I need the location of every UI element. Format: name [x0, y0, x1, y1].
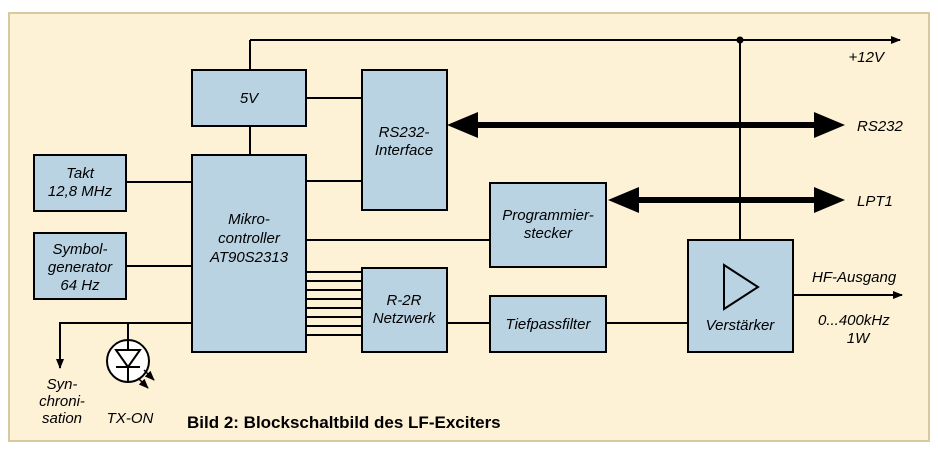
amplifier-triangle-icon [723, 263, 760, 311]
rs232-label: RS232 [857, 118, 904, 135]
block-tiefpassfilter: Tiefpassfilter [489, 295, 607, 353]
wires [56, 36, 903, 369]
programmer-line1: Programmier- [502, 207, 593, 224]
hf-output-label: HF-Ausgang [812, 269, 897, 286]
mcu-line3: AT90S2313 [209, 249, 289, 266]
junction-dot [736, 36, 744, 44]
r2r-line1: R-2R [386, 292, 421, 309]
data-bus-8bit [306, 271, 362, 336]
symbolgen-line3: 64 Hz [60, 277, 100, 294]
symbolgen-line2: generator [48, 259, 113, 276]
rs232-interface-line1: RS232- [379, 124, 430, 141]
supply-12v-label: +12V [849, 49, 886, 66]
takt-line2: 12,8 MHz [48, 183, 113, 200]
programmer-line2: stecker [524, 225, 573, 242]
diagram-frame [8, 12, 930, 442]
svg-text:Tiefpassfilter: Tiefpassfilter [506, 316, 592, 333]
sync-label-line1: Syn- [47, 376, 78, 393]
svg-text:5V: 5V [240, 90, 260, 107]
sync-label-line3: sation [42, 410, 82, 427]
mcu-line2: controller [218, 230, 281, 247]
block-mikrocontroller: Mikro- controller AT90S2313 [191, 154, 307, 353]
block-rs232-interface: RS232- Interface [361, 69, 448, 211]
block-programmierstecker: Programmier- stecker [489, 182, 607, 268]
takt-line1: Takt [66, 165, 95, 182]
block-verstaerker: Verstärker [687, 239, 794, 353]
sync-label-line2: chroni- [39, 393, 85, 410]
figure-caption: Bild 2: Blockschaltbild des LF-Exciters [187, 413, 501, 432]
block-takt: Takt 12,8 MHz [33, 154, 127, 212]
r2r-line2: Netzwerk [373, 310, 437, 327]
tx-on-led-icon [106, 339, 155, 389]
rs232-bus [447, 112, 845, 138]
tx-on-label: TX-ON [107, 410, 154, 427]
symbolgen-line1: Symbol- [52, 241, 107, 258]
block-r2r-netzwerk: R-2R Netzwerk [361, 267, 448, 353]
mcu-line1: Mikro- [228, 211, 270, 228]
sync-output-line [56, 322, 192, 369]
power-label: 1W [847, 330, 871, 347]
block-5v: 5V [191, 69, 307, 127]
lpt1-label: LPT1 [857, 193, 893, 210]
lpt1-bus [608, 187, 845, 213]
svg-text:Verstärker: Verstärker [706, 317, 776, 334]
frequency-range-label: 0...400kHz [818, 312, 890, 329]
rs232-interface-line2: Interface [375, 142, 433, 159]
block-symbolgenerator: Symbol- generator 64 Hz [33, 232, 127, 300]
